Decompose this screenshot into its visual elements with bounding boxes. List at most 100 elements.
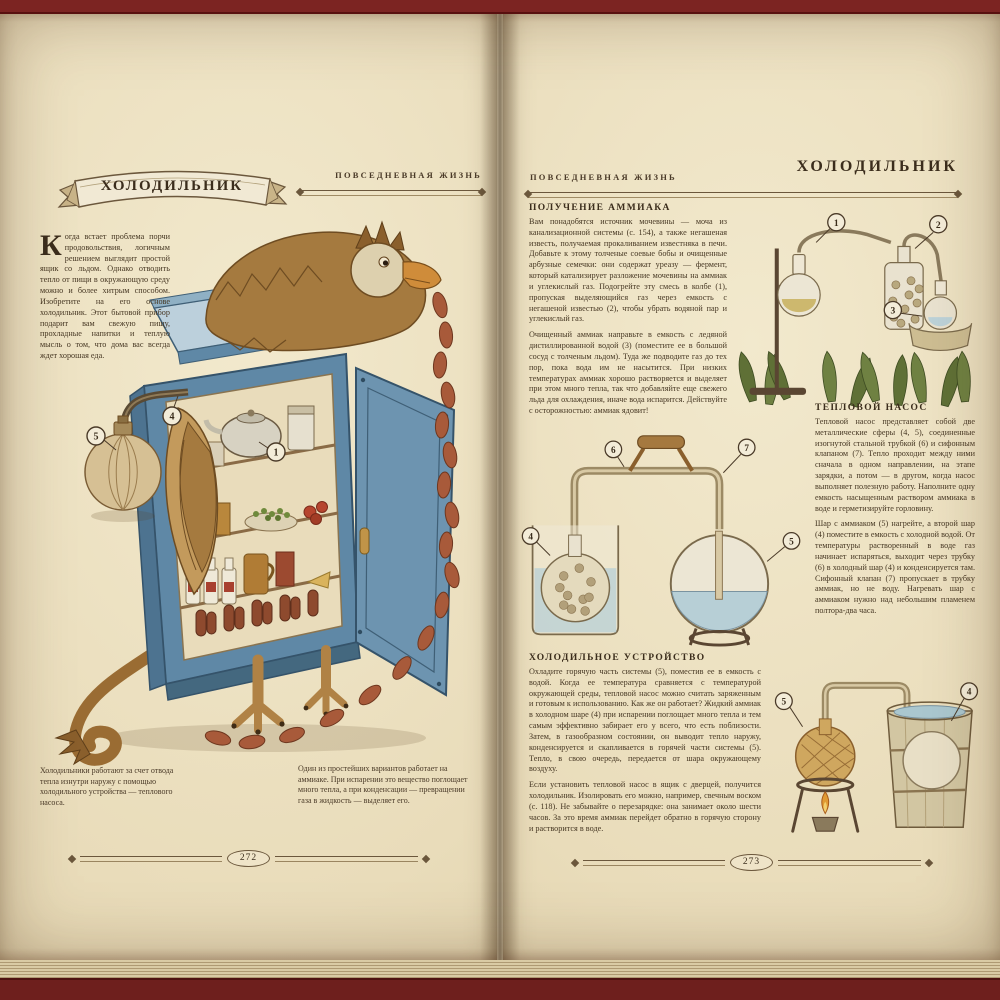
paragraph: Охладите горячую часть системы (5), поме… bbox=[529, 667, 761, 774]
siphon-valve bbox=[715, 530, 723, 600]
drop-cap: К bbox=[40, 229, 62, 262]
ornament-line bbox=[275, 855, 418, 862]
spread: 5 4 1 bbox=[0, 12, 1000, 960]
beak bbox=[402, 261, 442, 290]
heat-pump-bulb bbox=[84, 388, 189, 522]
ornament-line bbox=[582, 859, 725, 866]
ornament-line bbox=[778, 859, 921, 866]
griffin-tail bbox=[54, 639, 172, 766]
fridge-griffin-illustration: 5 4 1 bbox=[26, 190, 473, 768]
callout-4-label: 4 bbox=[170, 412, 175, 423]
page-number-right: 273 bbox=[729, 854, 774, 871]
ornament-diamond bbox=[570, 858, 579, 867]
intro-text: огда встает проблема порчи продовольстви… bbox=[40, 232, 170, 361]
callout-4: 4 bbox=[950, 682, 979, 722]
door-handle bbox=[359, 527, 370, 555]
svg-text:6: 6 bbox=[611, 445, 616, 455]
section-text-heat-pump: Тепловой насос представляет собой две ме… bbox=[815, 417, 975, 622]
paragraph: Если установить тепловой насос в ящик с … bbox=[529, 780, 761, 833]
ground-shadow bbox=[106, 724, 426, 752]
ammonia-apparatus-illustration: 1 2 3 bbox=[731, 196, 979, 410]
right-running-head: ПОВСЕДНЕВНАЯ ЖИЗНЬ bbox=[530, 172, 677, 182]
spirit-lamp bbox=[811, 816, 839, 832]
callout-4: 4 bbox=[521, 527, 551, 556]
plants bbox=[738, 350, 971, 408]
callout-7: 7 bbox=[722, 438, 756, 474]
ammonia-apparatus-svg: 1 2 3 bbox=[738, 213, 973, 408]
jug bbox=[243, 553, 269, 595]
callout-3: 3 bbox=[883, 300, 923, 320]
griffin-head bbox=[350, 220, 442, 298]
cooling-device-illustration: 5 4 bbox=[769, 644, 981, 846]
ornament-diamond bbox=[421, 854, 430, 863]
paragraph: Шар с аммиаком (5) нагрейте, а второй ша… bbox=[815, 519, 975, 616]
heat-pump-illustration: 4 6 7 5 bbox=[517, 420, 809, 654]
title-banner: ХОЛОДИЛЬНИК bbox=[55, 150, 290, 228]
svg-text:4: 4 bbox=[528, 531, 533, 541]
cheese-wedge bbox=[306, 571, 331, 589]
svg-text:5: 5 bbox=[782, 698, 787, 708]
left-banner-title: ХОЛОДИЛЬНИК bbox=[101, 178, 243, 194]
eye bbox=[382, 260, 389, 266]
preserve-jar bbox=[275, 551, 295, 587]
fridge-griffin-svg: 5 4 1 bbox=[54, 220, 460, 766]
sphere-4 bbox=[540, 534, 611, 623]
page-number-ornament-left: 272 bbox=[67, 850, 430, 867]
callout-5: 5 bbox=[766, 531, 801, 562]
caption-left: Холодильники работают за счет отвода теп… bbox=[40, 766, 174, 807]
sausage-chain bbox=[204, 291, 460, 750]
heat-pump-svg: 4 6 7 5 bbox=[521, 435, 801, 647]
callout-1: 1 bbox=[815, 213, 846, 243]
wicker-sphere-5 bbox=[794, 718, 856, 787]
paragraph: Очищенный аммиак направьте в емкость с л… bbox=[529, 330, 727, 416]
submerged-sphere-4 bbox=[902, 730, 961, 790]
right-page-title: ХОЛОДИЛЬНИК bbox=[796, 158, 958, 175]
svg-text:3: 3 bbox=[890, 306, 895, 317]
flask-1 bbox=[777, 229, 892, 317]
callout-5-label: 5 bbox=[94, 432, 99, 443]
svg-text:1: 1 bbox=[834, 218, 839, 229]
page-left: 5 4 1 bbox=[0, 12, 497, 960]
svg-text:4: 4 bbox=[967, 688, 972, 698]
callout-2: 2 bbox=[914, 215, 948, 249]
section-title-cooling: ХОЛОДИЛЬНОЕ УСТРОЙСТВО bbox=[529, 653, 706, 663]
section-text-ammonia: Вам понадобятся источник мочевины — моча… bbox=[529, 217, 727, 422]
callout-4: 4 bbox=[162, 395, 182, 426]
section-title-heat-pump: ТЕПЛОВОЙ НАСОС bbox=[815, 403, 928, 413]
ornament-diamond bbox=[924, 858, 933, 867]
ornament-diamond bbox=[67, 854, 76, 863]
page-number-left: 272 bbox=[226, 850, 271, 867]
flask-3-ice-bath bbox=[908, 280, 973, 352]
section-title-ammonia: ПОЛУЧЕНИЕ АММИАКА bbox=[529, 203, 671, 213]
stand-and-lamp bbox=[791, 777, 860, 833]
title-banner-svg: ХОЛОДИЛЬНИК bbox=[57, 170, 288, 208]
cooling-device-svg: 5 4 bbox=[774, 681, 979, 833]
svg-text:5: 5 bbox=[789, 536, 794, 546]
paragraph: Вам понадобятся источник мочевины — моча… bbox=[529, 217, 727, 324]
callout-1-label: 1 bbox=[274, 448, 279, 459]
callout-5: 5 bbox=[86, 426, 117, 451]
ornament-line bbox=[79, 855, 222, 862]
callout-1: 1 bbox=[258, 441, 286, 462]
svg-text:7: 7 bbox=[744, 443, 749, 453]
page-right: ПОВСЕДНЕВНАЯ ЖИЗНЬ ХОЛОДИЛЬНИК ПОЛУЧЕНИЕ… bbox=[503, 12, 1000, 960]
bent-tube bbox=[570, 466, 724, 536]
water-bucket bbox=[886, 701, 973, 829]
connecting-pipe bbox=[821, 681, 911, 725]
sphere-5 bbox=[669, 530, 770, 647]
left-running-head: ПОВСЕДНЕВНАЯ ЖИЗНЬ bbox=[335, 170, 482, 180]
right-header-rule bbox=[523, 189, 963, 199]
paragraph: Тепловой насос представляет собой две ме… bbox=[815, 417, 975, 513]
book-cover-bottom-edge bbox=[0, 978, 1000, 1000]
griffin-wing bbox=[165, 407, 219, 596]
page-number-ornament-right: 273 bbox=[570, 854, 933, 871]
griffin-claws bbox=[231, 645, 349, 735]
caption-right: Один из простейших вариантов работает на… bbox=[298, 764, 468, 805]
callout-6: 6 bbox=[604, 440, 625, 468]
book-cover-top-edge bbox=[0, 0, 1000, 14]
section-text-cooling: Охладите горячую часть системы (5), поме… bbox=[529, 667, 761, 839]
left-header-rule bbox=[295, 187, 487, 197]
fridge-door bbox=[355, 366, 456, 697]
